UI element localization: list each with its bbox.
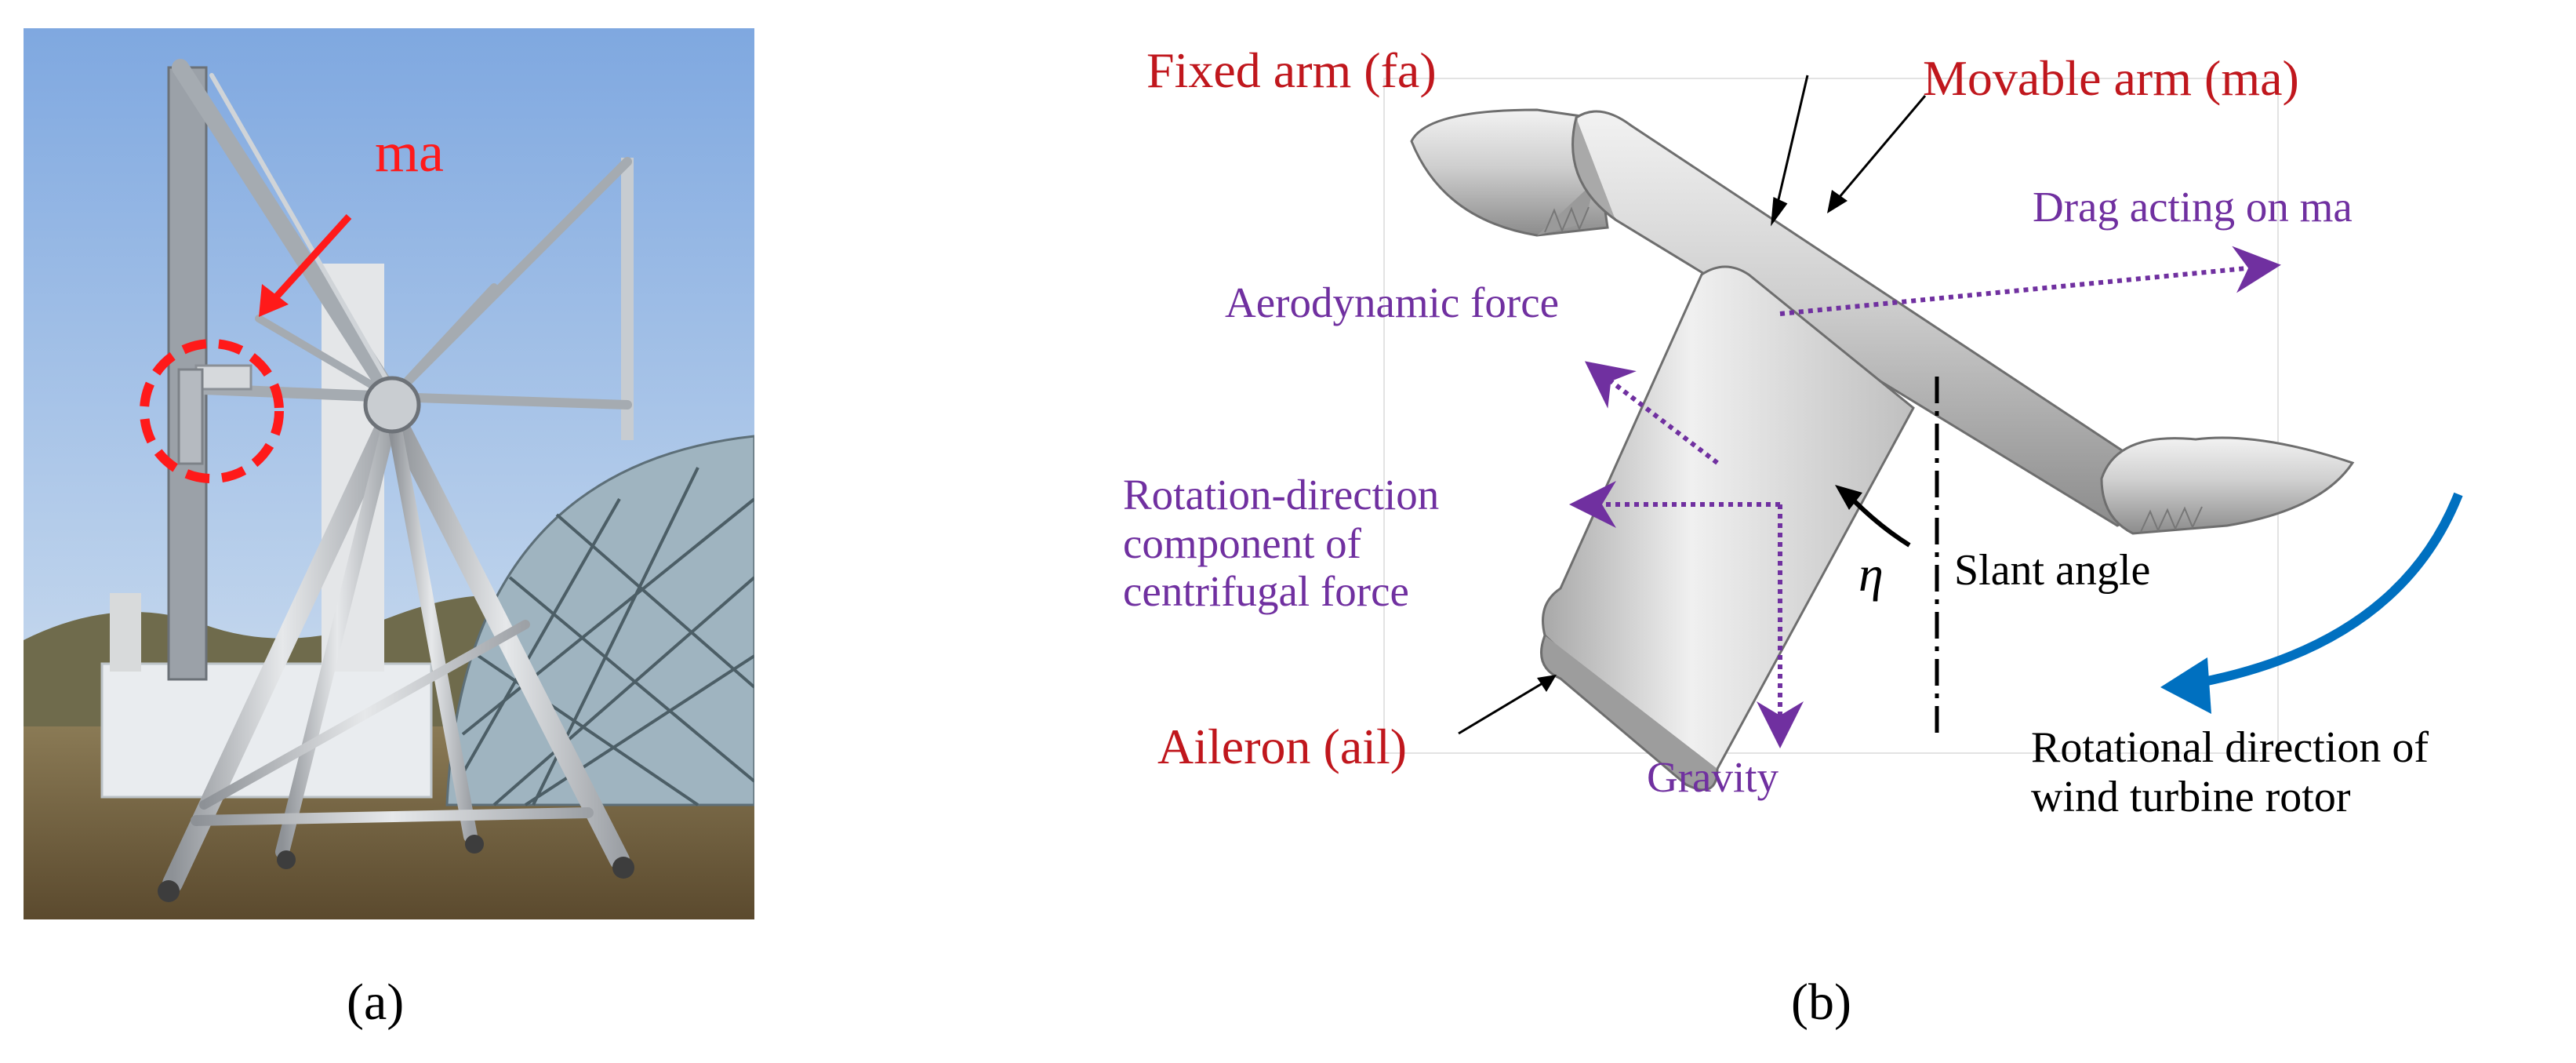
turbine-photo-drawing [24, 28, 754, 919]
leader-movable-arm-head [1771, 197, 1788, 227]
fixed-arm-right [2100, 436, 2355, 535]
label-eta: η [1858, 546, 1884, 602]
rotation-component-line-2: component of [1123, 519, 1361, 567]
rotor-arms [172, 59, 632, 410]
frame-box [1383, 78, 2279, 754]
leader-movable-arm-2 [1833, 95, 1927, 203]
fixed-arm-left [1410, 108, 1609, 237]
callout-arrow-line [271, 213, 352, 302]
label-aerodynamic-force: Aerodynamic force [1225, 278, 1560, 326]
rotation-component-line-3: centrifugal force [1123, 567, 1409, 616]
movable-arm-detail [194, 364, 253, 391]
leader-aileron-head [1537, 675, 1557, 692]
schematic-drawing [1383, 75, 2463, 792]
label-rotation-component: Rotation-direction component of centrifu… [1123, 471, 1439, 616]
callout-label-ma: ma [375, 121, 444, 184]
label-slant-angle: Slant angle [1954, 546, 2151, 595]
frame-wheels [158, 835, 634, 902]
label-gravity: Gravity [1647, 753, 1779, 801]
glass-dome [445, 435, 754, 806]
callout-arrowhead [259, 284, 289, 317]
chimney [110, 593, 141, 672]
aileron-detail [177, 368, 204, 465]
label-fixed-arm: Fixed arm (fa) [1146, 42, 1437, 98]
slant-angle-arc [1847, 493, 1911, 548]
slant-angle-arrowhead [1835, 485, 1862, 510]
turbine-photo: ma [24, 28, 754, 919]
schematic-diagram: Fixed arm (fa) Movable arm (ma) Drag act… [1098, 24, 2576, 847]
rotational-direction-line-2: wind turbine rotor [2031, 772, 2351, 821]
force-arrows [1569, 246, 2281, 748]
rotation-arrowhead [2160, 657, 2211, 714]
rotor-hub [363, 376, 421, 434]
leader-movable-arm-2-head [1827, 190, 1848, 213]
rotation-arrow [2198, 492, 2463, 687]
aileron [1540, 265, 1915, 792]
vertical-blade-right [621, 158, 634, 440]
label-movable-arm: Movable arm (ma) [1923, 50, 2299, 106]
label-aileron: Aileron (ail) [1157, 719, 1408, 774]
rotation-component-line-1: Rotation-direction [1123, 471, 1440, 519]
label-rotational-direction: Rotational direction of wind turbine rot… [2031, 723, 2429, 821]
leader-aileron [1458, 679, 1547, 735]
callout-circle [140, 339, 284, 483]
label-drag: Drag acting on ma [2033, 183, 2353, 231]
caption-a: (a) [347, 974, 405, 1031]
aerodynamic-force-arrow [1584, 361, 1719, 465]
support-frame [162, 402, 630, 894]
caption-b: (b) [1791, 974, 1851, 1031]
rotational-direction-line-1: Rotational direction of [2031, 723, 2429, 772]
leader-movable-arm [1772, 75, 1809, 220]
